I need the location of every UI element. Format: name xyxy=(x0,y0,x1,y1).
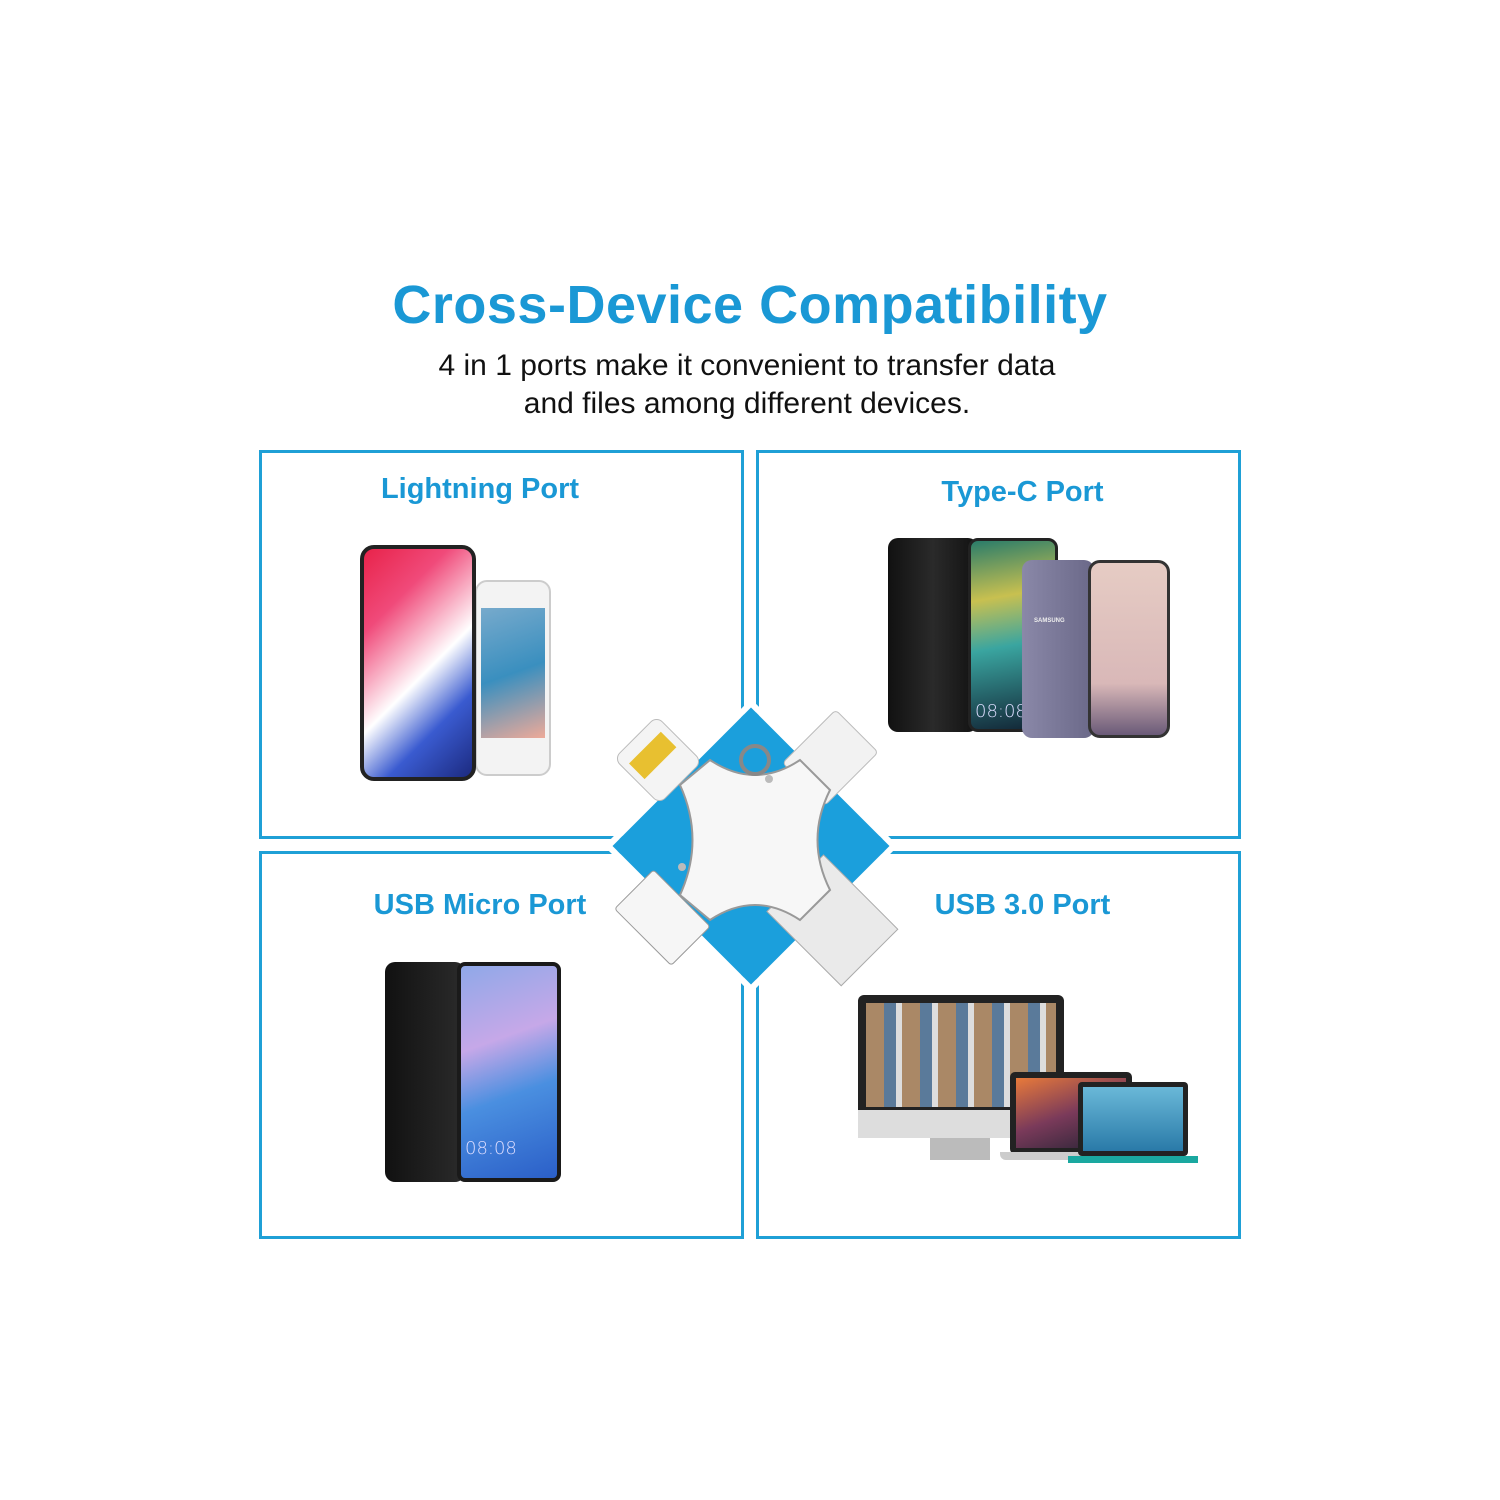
samsung-brand-text: SAMSUNG xyxy=(1034,618,1065,624)
screw-icon xyxy=(765,775,773,783)
subtitle-line-2: and files among different devices. xyxy=(523,387,971,420)
iphone-8-image xyxy=(475,580,551,776)
usb-3-port-label: USB 3.0 Port xyxy=(934,889,1111,921)
page-title: Cross-Device Compatibility xyxy=(392,275,1108,335)
drive-body xyxy=(678,758,832,922)
screen-clock: 08:08 xyxy=(465,1138,517,1159)
laptop-base xyxy=(1068,1156,1198,1163)
panel-usb-micro xyxy=(259,851,744,1239)
lightning-connector xyxy=(616,718,700,802)
usb-flash-drive-image xyxy=(615,711,899,987)
usb-micro-port-label: USB Micro Port xyxy=(373,889,587,921)
screen-clock: 08:08 xyxy=(975,701,1027,722)
huawei-mate-back-image xyxy=(888,538,978,732)
subtitle-line-1: 4 in 1 ports make it convenient to trans… xyxy=(438,349,1056,382)
huawei-front-image: 08:08 xyxy=(457,962,561,1182)
lightning-port-label: Lightning Port xyxy=(380,473,580,505)
panel-lightning xyxy=(259,450,744,839)
type-c-port-label: Type-C Port xyxy=(941,476,1104,508)
imac-stand xyxy=(930,1138,990,1160)
keyring-loop xyxy=(739,744,771,776)
iphone-x-image xyxy=(360,545,476,781)
screw-icon xyxy=(678,863,686,871)
huawei-back-image xyxy=(385,962,465,1182)
panel-type-c xyxy=(756,450,1241,839)
laptop-image xyxy=(1078,1082,1188,1156)
samsung-front-image xyxy=(1088,560,1170,738)
micro-usb-connector xyxy=(615,870,710,965)
panel-usb-3 xyxy=(756,851,1241,1239)
samsung-back-image: SAMSUNG xyxy=(1022,560,1094,738)
